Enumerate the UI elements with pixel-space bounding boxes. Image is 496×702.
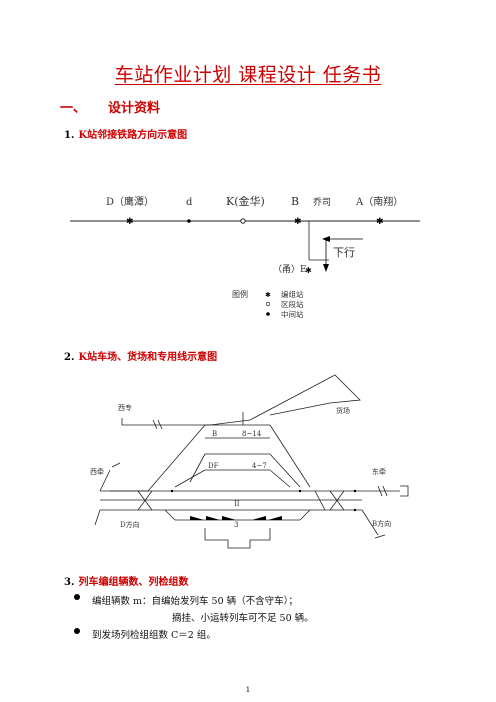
special-line-link — [209, 419, 251, 426]
subheading-number: 2. — [64, 352, 75, 363]
label-xiqian: 西牵 — [90, 467, 104, 476]
line-end-mark — [111, 462, 121, 468]
svg-text:✱: ✱ — [294, 217, 302, 227]
marshalling-station-icon: ✱ — [376, 217, 384, 227]
svg-text:✱: ✱ — [305, 266, 312, 275]
legend-item-1: 编组站 — [281, 289, 304, 299]
section-station-icon — [240, 218, 246, 224]
switch-point-icon — [353, 508, 357, 512]
section-title: 设计资料 — [108, 101, 161, 116]
arrow-left-icon — [268, 516, 282, 520]
intermediate-station-icon — [187, 219, 191, 223]
arrow-right-icon — [190, 516, 204, 520]
track-3-link-east — [299, 509, 311, 521]
east-ladder-3 — [269, 469, 291, 488]
bullet-item-1: 编组辆数 m：自编始发列车 50 辆（不含守车）； — [74, 593, 298, 607]
station-a-label: A（南翔） — [355, 195, 403, 208]
legend-item-2: 区段站 — [281, 299, 304, 309]
arrow-right-icon — [222, 516, 236, 520]
marshalling-station-icon: ✱ — [294, 217, 302, 227]
bullet-dot-icon — [74, 594, 80, 600]
crossover-east — [329, 490, 345, 511]
station-k-label: K(金华) — [226, 194, 265, 208]
bullet-dot-icon — [74, 628, 80, 634]
freight-yard-outline — [249, 374, 361, 421]
east-ladder-2 — [269, 453, 301, 488]
switch-point-icon — [170, 489, 174, 493]
subheading-2: 2.K站车场、货场和专用线示意图 — [64, 348, 217, 363]
label-track-b: B — [212, 430, 217, 438]
subheading-3: 3.列车编组辆数、列检组数 — [64, 573, 188, 588]
label-track-3: 3 — [234, 521, 238, 529]
label-track-8-14: 8~14 — [242, 430, 262, 438]
special-line-west — [121, 418, 210, 426]
section-number: 一、 — [60, 101, 87, 116]
subheading-number: 3. — [64, 577, 75, 588]
label-track-df: DF — [208, 462, 219, 470]
section-station-icon — [265, 301, 271, 307]
marshalling-station-icon: ✱ — [126, 217, 134, 227]
crossover-west — [137, 490, 153, 511]
label-track-4-7: 4~7 — [252, 462, 267, 470]
switch-point-icon — [298, 489, 302, 493]
arrow-right-icon — [206, 516, 220, 520]
west-ladder-2 — [174, 469, 206, 488]
station-e-label: （甬）E — [273, 264, 307, 275]
station-d-label: D（鹰潭） — [106, 195, 154, 208]
legend-title: 图例 — [232, 289, 248, 299]
label-xizhuan: 西专 — [118, 403, 132, 412]
label-track-ii: II — [234, 500, 240, 508]
intermediate-station-icon — [266, 312, 270, 316]
direction-label: 下行 — [333, 246, 355, 259]
station-d-small-label: d — [186, 197, 193, 208]
svg-text:✱: ✱ — [376, 217, 384, 227]
label-b-direction: B方向 — [372, 519, 391, 528]
spur-outline — [204, 528, 271, 549]
page-title: 车站作业计划 课程设计 任务书 — [114, 64, 382, 86]
track-3-link-west — [164, 509, 176, 521]
marshalling-station-icon: ✱ — [265, 291, 271, 299]
station-yard-diagram: 西专 货场 西牵 东牵 D方向 B方向 B 8~14 DF 4~7 II 3 — [90, 374, 409, 549]
crossover-east-2 — [314, 490, 326, 511]
station-b-label: B — [291, 195, 299, 208]
line-break-mark — [377, 485, 388, 497]
section-heading-1: 一、 设计资料 — [60, 97, 160, 116]
marshalling-station-icon: ✱ — [305, 266, 312, 275]
track-3-arrows — [190, 516, 282, 520]
b-direction-line — [361, 509, 379, 536]
page-number: 1 — [245, 686, 251, 694]
label-d-direction: D方向 — [120, 520, 140, 529]
bullet-item-2: 到发场列检组组数 C＝2 组。 — [74, 627, 216, 641]
east-ladder — [269, 424, 311, 488]
subheading-text: 列车编组辆数、列检组数 — [78, 577, 189, 588]
station-qiaosi-label: 乔司 — [313, 196, 331, 208]
label-dongqian: 东牵 — [372, 467, 386, 476]
west-ladder-3 — [189, 453, 206, 483]
railway-direction-diagram: D（鹰潭） d K(金华) B 乔司 A（南翔） ✱ ✱ ✱ （甬）E ✱ 下行… — [70, 194, 420, 319]
subheading-1: 1.K站邻接铁路方向示意图 — [64, 126, 187, 141]
d-direction-line — [94, 509, 101, 526]
svg-text:✱: ✱ — [126, 217, 134, 227]
subheading-number: 1. — [64, 130, 75, 141]
legend-item-3: 中间站 — [281, 309, 304, 319]
bullet-text: 到发场列检组组数 C＝2 组。 — [92, 630, 216, 641]
subheading-text: K站车场、货场和专用线示意图 — [78, 352, 218, 363]
bullet-text: 编组辆数 m：自编始发列车 50 辆（不含守车）； — [92, 596, 298, 607]
label-huochang: 货场 — [336, 406, 350, 415]
switch-point-icon — [353, 489, 357, 493]
east-buffer — [400, 485, 409, 497]
arrow-down-icon — [323, 264, 329, 272]
arrow-left-icon — [252, 516, 266, 520]
west-lead-line — [99, 469, 111, 492]
bullet-item-1-continued: 摘挂、小运转列车可不足 50 辆。 — [172, 613, 314, 624]
line-break-mark — [152, 419, 163, 430]
line-end-mark — [374, 534, 386, 539]
subheading-text: K站邻接铁路方向示意图 — [78, 130, 188, 141]
